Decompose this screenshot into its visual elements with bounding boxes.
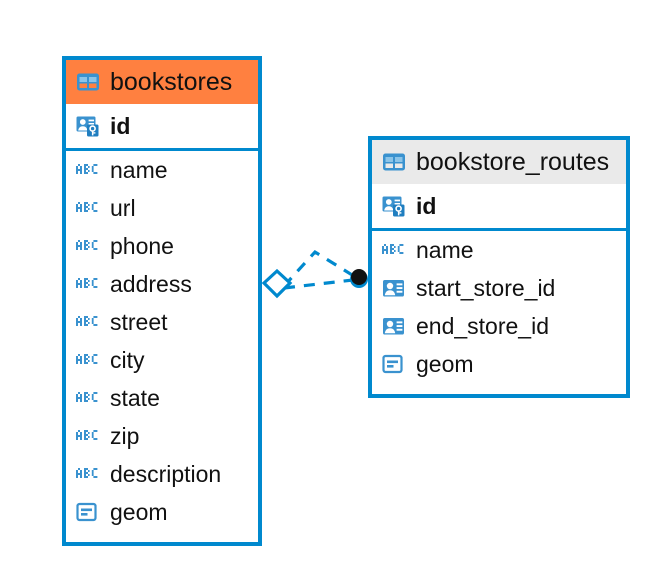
text-abc-icon — [75, 347, 101, 373]
field-label: name — [110, 156, 168, 183]
primary-key-icon — [75, 113, 101, 139]
entity-header-bookstores[interactable]: bookstores — [66, 60, 258, 104]
field-row-geom[interactable]: geom — [66, 493, 258, 531]
field-row-address[interactable]: address — [66, 265, 258, 303]
primary-key-icon — [381, 193, 407, 219]
field-label: address — [110, 270, 192, 297]
table-icon — [381, 149, 407, 175]
field-row-end-store-id[interactable]: end_store_id — [372, 307, 626, 345]
field-label: city — [110, 346, 145, 373]
field-label: start_store_id — [416, 274, 556, 301]
field-row-city[interactable]: city — [66, 341, 258, 379]
primary-key-divider — [372, 228, 626, 231]
foreign-key-icon — [381, 313, 407, 339]
field-row-name[interactable]: name — [372, 231, 626, 269]
field-label: end_store_id — [416, 312, 549, 339]
field-row-name[interactable]: name — [66, 151, 258, 189]
field-row-id[interactable]: id — [66, 104, 258, 148]
text-abc-icon — [75, 233, 101, 259]
field-label: geom — [416, 350, 474, 377]
geometry-icon — [75, 499, 101, 525]
field-label: description — [110, 460, 222, 487]
relationship-circle-marker[interactable] — [351, 269, 367, 285]
field-row-geom[interactable]: geom — [372, 345, 626, 383]
field-row-url[interactable]: url — [66, 189, 258, 227]
geometry-icon — [381, 351, 407, 377]
relationship-line-upper — [282, 249, 358, 288]
field-label: zip — [110, 422, 140, 449]
entity-header-bookstore-routes[interactable]: bookstore_routes — [372, 140, 626, 184]
entity-bookstore-routes[interactable]: bookstore_routes id — [368, 136, 630, 398]
relationship-diamond-marker[interactable] — [261, 268, 293, 299]
entity-title: bookstore_routes — [416, 147, 610, 176]
text-abc-icon — [75, 271, 101, 297]
field-label: street — [110, 308, 168, 335]
text-abc-icon — [75, 157, 101, 183]
entity-bookstores[interactable]: bookstores id — [62, 56, 262, 546]
field-label: name — [416, 236, 474, 263]
field-row-phone[interactable]: phone — [66, 227, 258, 265]
text-abc-icon — [75, 195, 101, 221]
field-label: state — [110, 384, 160, 411]
field-row-street[interactable]: street — [66, 303, 258, 341]
relationship-circle-ring — [350, 270, 368, 288]
field-list-bookstores: name u — [66, 151, 258, 531]
field-row-state[interactable]: state — [66, 379, 258, 417]
field-label: id — [110, 112, 131, 139]
field-label: phone — [110, 232, 174, 259]
relationship-lines — [282, 249, 358, 290]
primary-key-divider — [66, 148, 258, 151]
field-row-description[interactable]: description — [66, 455, 258, 493]
table-icon — [75, 69, 101, 95]
field-row-zip[interactable]: zip — [66, 417, 258, 455]
field-row-id[interactable]: id — [372, 184, 626, 228]
text-abc-icon — [381, 237, 407, 263]
entity-title: bookstores — [110, 67, 233, 96]
field-label: geom — [110, 498, 168, 525]
field-label: url — [110, 194, 136, 221]
field-label: id — [416, 192, 437, 219]
text-abc-icon — [75, 309, 101, 335]
field-row-start-store-id[interactable]: start_store_id — [372, 269, 626, 307]
foreign-key-icon — [381, 275, 407, 301]
text-abc-icon — [75, 423, 101, 449]
text-abc-icon — [75, 385, 101, 411]
relationship-line-lower — [283, 278, 354, 290]
field-list-bookstore-routes: name start_store_id — [372, 231, 626, 383]
text-abc-icon — [75, 461, 101, 487]
